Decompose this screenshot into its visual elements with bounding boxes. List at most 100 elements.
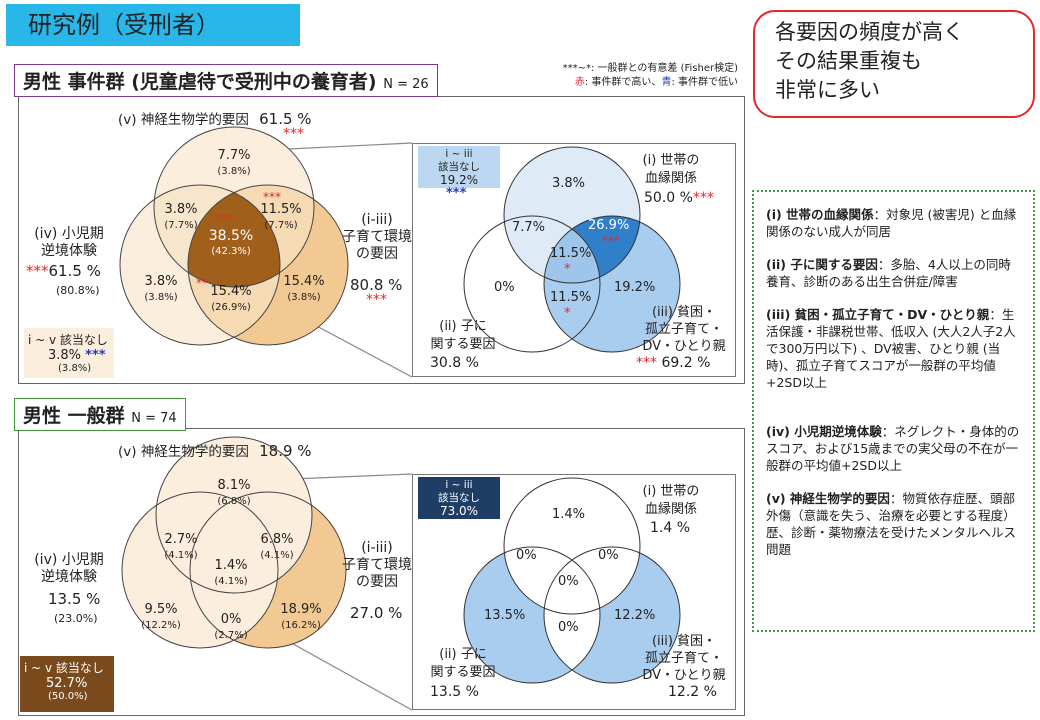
region-subvalue: (42.3%) — [211, 246, 251, 257]
general-group-title: 男性 一般群 — [23, 405, 125, 427]
zoom-connector-line — [267, 142, 413, 151]
case-i-iii-sig: *** — [366, 292, 387, 308]
general-zoom-circle-iii-outline — [543, 546, 681, 684]
case-region-left-label: 3.8% (3.8%) — [132, 274, 190, 306]
case-zoom-ii-label-line: (ii) 子に — [439, 319, 487, 334]
page-title: 研究例（受刑者） — [6, 4, 300, 46]
case-venn-diagram — [119, 126, 349, 346]
case-zoom-region-i-ii: 7.7% — [512, 220, 546, 235]
case-v-label: (v) 神経生物学的要因 61.5 % — [118, 108, 312, 128]
case-none-sub: (3.8%) — [58, 363, 92, 374]
general-none-sub: (50.0%) — [48, 691, 88, 702]
region-value: 7.7% — [217, 148, 251, 163]
definitions-box: (i) 世帯の血縁関係：対象児 (被害児) と血縁関係のない成人が同居 (ii)… — [752, 190, 1035, 632]
general-zoom-iii-pct: 12.2 % — [668, 684, 717, 700]
case-zoom-venn — [463, 146, 681, 353]
general-i-iii-label-line: 子育て環境 — [342, 557, 412, 573]
general-zoom-region-ii-only: 13.5% — [484, 608, 526, 623]
significance-note-line1: ***~*: 一般群との有意差 (Fisher検定) — [562, 63, 738, 74]
case-zoom-ii-label-line: 関する要因 — [430, 337, 496, 352]
general-v-label-text: (v) 神経生物学的要因 — [118, 444, 249, 460]
general-zoom-ii-label-line: (ii) 子に — [439, 647, 487, 662]
region-subvalue: (3.8%) — [144, 292, 178, 303]
case-zoom-i-pct-row: 50.0 %*** — [644, 190, 714, 206]
general-none-pct: 52.7% — [46, 676, 88, 691]
case-i-iii-label: (i-iii) 子育て環境 の要因 — [338, 212, 416, 263]
case-none-box: i ~ v 該当なし 3.8% *** (3.8%) — [24, 328, 114, 378]
case-region-center-sig: *** — [215, 212, 233, 226]
general-region-bottom-label: 0% (2.7%) — [202, 612, 260, 644]
case-zoom-region-ii-iii: 11.5% — [550, 290, 592, 305]
region-subvalue: (4.1%) — [164, 550, 198, 561]
case-iv-label-line: (iv) 小児期 — [34, 226, 104, 242]
general-zoom-region-top: 1.4% — [552, 507, 586, 522]
general-region-right-label: 18.9% (16.2%) — [272, 602, 330, 634]
general-region-center-label: 1.4% (4.1%) — [202, 558, 260, 590]
case-none-pct-row: 3.8% *** — [24, 348, 114, 363]
region-value: 3.8% — [144, 274, 178, 289]
general-zoom-circle-i — [504, 478, 640, 614]
case-iv-sub: (80.8%) — [56, 284, 100, 297]
general-zoom-circle-ii-outline — [463, 546, 601, 684]
general-region-top-right-label: 6.8% (4.1%) — [248, 532, 306, 564]
definition-head: (v) 神経生物学的要因 — [766, 491, 890, 506]
page-title-text: 研究例（受刑者） — [28, 11, 220, 39]
case-region-top-right-sig: *** — [263, 190, 281, 204]
region-value: 8.1% — [217, 478, 251, 493]
case-region-bottom-sig: ** — [196, 276, 208, 290]
general-zoom-iii-label-line: 孤立子育て・ — [644, 651, 723, 666]
definition-item: (v) 神経生物学的要因：物質依存症歴、頭部外傷（意識を失う、治療を必要とする程… — [766, 490, 1023, 558]
case-iv-pct: 61.5 % — [48, 262, 101, 280]
region-value: 2.7% — [164, 532, 198, 547]
red-text: : 事件群で高い、 — [584, 77, 662, 88]
general-iv-pct: 13.5 % — [48, 590, 101, 608]
callout-line: 非常に多い — [775, 78, 880, 102]
region-subvalue: (7.7%) — [164, 220, 198, 231]
general-i-iii-label-line: (i-iii) — [361, 540, 393, 556]
general-group-n: N = 74 — [131, 411, 177, 426]
case-zoom-iii-pct: 69.2 % — [661, 355, 711, 371]
case-zoom-region-i-iii-sig: *** — [602, 234, 620, 248]
summary-callout: 各要因の頻度が高く その結果重複も 非常に多い — [753, 10, 1035, 118]
case-zoom-iii-label: (iii) 貧困・ 孤立子育て・ DV・ひとり親 — [636, 304, 732, 355]
general-zoom-none-label: i ~ iii — [445, 479, 473, 491]
region-value: 38.5% — [208, 228, 254, 244]
general-zoom-none-label: 該当なし — [438, 492, 480, 504]
case-zoom-i-label-line: 血縁関係 — [644, 171, 697, 186]
region-value: 6.8% — [260, 532, 294, 547]
general-zoom-region-i-iii: 0% — [598, 548, 619, 563]
region-value: 15.4% — [283, 274, 325, 289]
red-label: 赤 — [574, 77, 585, 88]
case-none-sig: *** — [85, 348, 106, 363]
definition-body: ：生活保護・非課税世帯、低収入 (大人2人子2人で300万円以下) 、DV被害、… — [766, 307, 1016, 390]
general-zoom-none-pct: 73.0% — [439, 504, 479, 518]
region-subvalue: (16.2%) — [281, 620, 321, 631]
region-subvalue: (4.1%) — [214, 576, 248, 587]
region-subvalue: (7.7%) — [264, 220, 298, 231]
blue-label: 青 — [661, 77, 672, 88]
case-zoom-region-center-sig: * — [564, 262, 571, 277]
definition-head: (i) 世帯の血縁関係 — [766, 207, 874, 222]
case-region-top-right-label: 11.5% (7.7%) — [252, 202, 310, 234]
general-zoom-i-label-line: (i) 世帯の — [642, 484, 700, 499]
region-subvalue: (12.2%) — [141, 620, 181, 631]
case-zoom-none-box: i ~ iii 該当なし 19.2% — [418, 146, 500, 188]
general-v-pct: 18.9 % — [259, 442, 312, 460]
case-iv-sig: *** — [26, 262, 49, 280]
definition-item: (i) 世帯の血縁関係：対象児 (被害児) と血縁関係のない成人が同居 — [766, 206, 1023, 240]
case-zoom-region-center: 11.5% — [550, 246, 592, 261]
general-group-label: 男性 一般群 N = 74 — [14, 398, 186, 431]
case-zoom-region-ii-iii-sig: * — [564, 306, 571, 321]
case-zoom-region-iii-only: 19.2% — [614, 280, 656, 295]
definition-body: ：多胎、4人以上の同時養育、診断のある出生合併症/障害 — [766, 257, 1011, 289]
case-zoom-region-i-iii: 26.9% — [588, 218, 630, 233]
general-none-label: i ~ v 該当なし — [24, 661, 104, 675]
case-zoom-region-ii-only: 0% — [494, 280, 515, 295]
definition-item: (iii) 貧困・孤立子育て・DV・ひとり親：生活保護・非課税世帯、低収入 (大… — [766, 306, 1023, 391]
case-circle-v-outline — [153, 126, 315, 288]
general-iv-label-line: 逆境体験 — [41, 569, 97, 585]
case-zoom-iii-pct-row: *** 69.2 % — [636, 355, 710, 371]
general-circle-iv-outline — [121, 491, 279, 649]
case-region-top-label: 7.7% (3.8%) — [205, 148, 263, 180]
